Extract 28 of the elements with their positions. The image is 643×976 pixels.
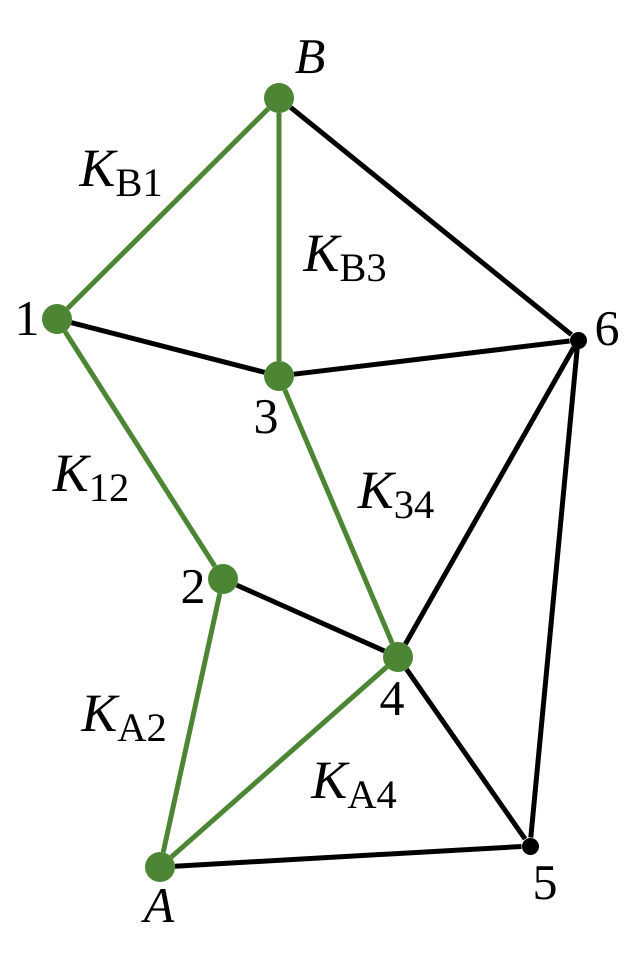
edge-line [66,106,270,310]
edge-line [174,844,522,869]
edge-line [170,665,388,859]
edge-label: K$_{A4}$ [311,753,397,807]
vertex-label: B [294,31,326,81]
vertex-label: A [144,880,174,930]
edge-label: K$_{B1}$ [79,141,163,195]
edge-line [294,338,570,377]
edge-line [282,388,394,644]
edge-line [289,105,573,337]
edge-label: K$_{12}$ [52,446,130,500]
edge-label: K$_{A2}$ [81,686,167,740]
vertex-label: 6 [594,303,620,353]
edge-line [63,330,217,568]
edge-line [236,582,386,654]
edge-line [276,113,282,361]
vertex-label: 3 [254,391,278,441]
vertex-label: 5 [532,857,558,907]
edge-line [70,320,266,375]
vertex-label: 4 [380,673,404,723]
edge-label: K$_{34}$ [358,463,434,517]
edge-line [403,346,576,646]
vertex-label: 2 [180,561,206,611]
edge-line [404,668,528,840]
edge-label: K$_{B3}$ [303,226,387,280]
edge-line [528,348,580,838]
edge-line [160,593,222,853]
vertex-label: 1 [14,293,40,343]
